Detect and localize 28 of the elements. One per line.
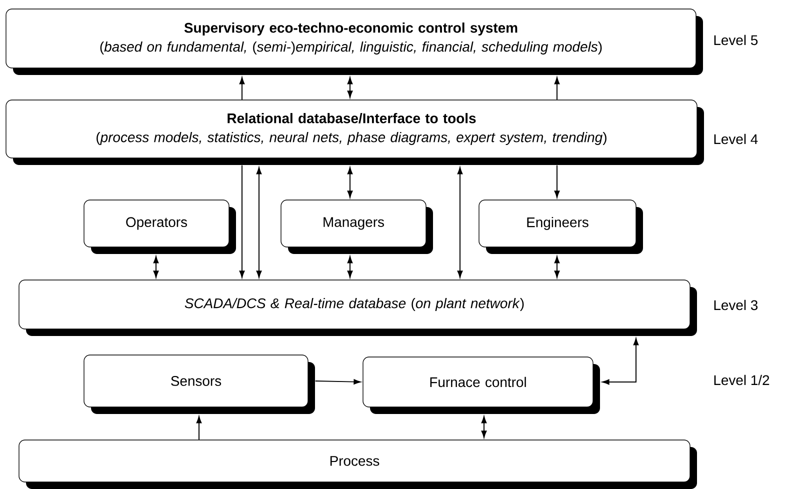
- process-box: Engineers: [478, 200, 643, 254]
- arrow: [347, 77, 353, 98]
- process-box: Supervisory eco-techno-economic control system (based on fundamental, (semi-)empirical, linguistic, financial, scheduling models): [6, 8, 703, 75]
- level-label: Level 3: [714, 300, 758, 310]
- arrow: [457, 167, 463, 278]
- process-box: Sensors: [84, 354, 315, 414]
- process-box: Relational database/Interface to tools (process models, statistics, neural nets, phase diagrams, expert system, trending): [6, 100, 704, 165]
- process-box: Operators: [84, 200, 236, 254]
- arrow: [554, 256, 560, 278]
- arrow: [153, 256, 159, 278]
- arrow: [314, 379, 361, 384]
- arrow: [239, 164, 245, 278]
- arrow: [239, 77, 245, 100]
- arrow: [602, 338, 639, 385]
- arrow: [256, 167, 262, 278]
- arrow: [481, 416, 487, 438]
- arrow: [347, 256, 353, 278]
- arrow: [196, 416, 202, 440]
- level-label: Level 5: [714, 34, 758, 46]
- process-box: Managers: [280, 200, 433, 254]
- process-box: Process: [18, 440, 697, 489]
- process-box: Furnace control: [362, 356, 600, 414]
- arrow: [554, 77, 560, 100]
- level-label: Level 4: [714, 134, 758, 144]
- level-label: Level 1/2: [714, 374, 770, 386]
- arrow: [347, 167, 353, 198]
- arrow: [554, 164, 560, 198]
- process-box: SCADA/DCS & Real-time database (on plant network): [18, 280, 697, 336]
